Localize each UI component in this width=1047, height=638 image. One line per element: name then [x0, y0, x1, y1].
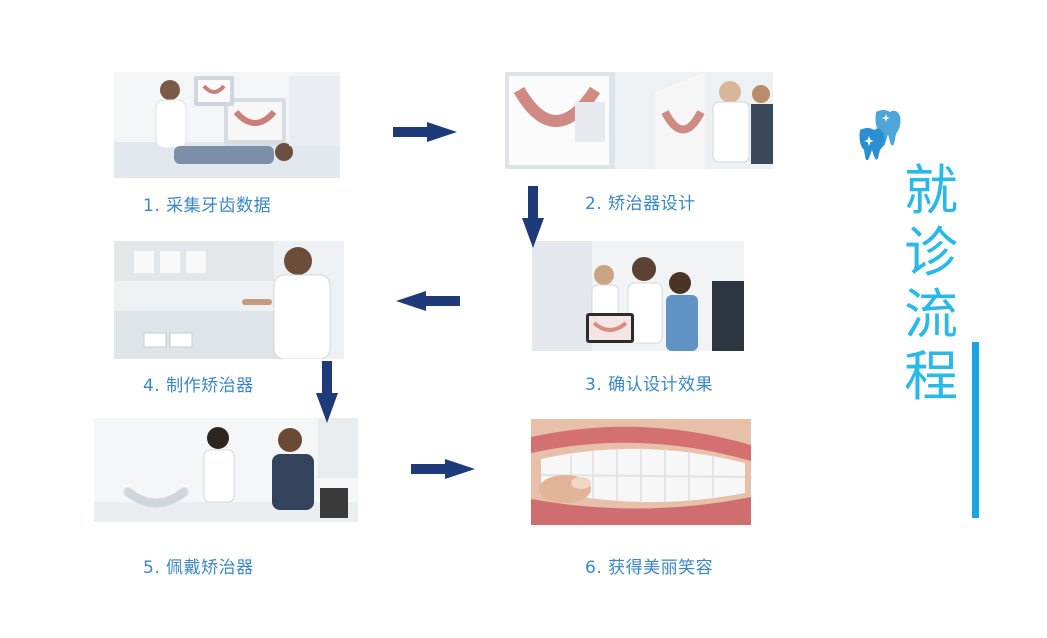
title-char: 就: [904, 159, 958, 222]
step-2-label: 2. 矫治器设计: [585, 194, 696, 214]
step-5-label: 5. 佩戴矫治器: [143, 558, 254, 578]
tooth-icon: [856, 108, 902, 161]
arrow-down-icon: [316, 361, 338, 423]
arrow-right-icon: [411, 459, 475, 479]
title-char: 诊: [904, 221, 958, 284]
arrow-down-icon: [522, 186, 544, 248]
step-4-label: 4. 制作矫治器: [143, 376, 254, 396]
step-1-label: 1. 采集牙齿数据: [143, 196, 272, 216]
accent-bar: [972, 342, 979, 518]
sparkle-icon: [864, 114, 890, 146]
step-6-label: 6. 获得美丽笑容: [585, 558, 714, 578]
step-3-label: 3. 确认设计效果: [585, 375, 714, 395]
title-char: 程: [904, 345, 958, 408]
photo-scan-teeth: [114, 72, 340, 178]
title-char: 流: [904, 283, 958, 346]
arrow-left-icon: [396, 291, 460, 311]
photo-beautiful-smile: [531, 419, 751, 525]
photo-wear-aligner: [94, 418, 358, 522]
photo-confirm-design: [532, 241, 744, 351]
photo-aligner-design: [505, 72, 773, 169]
photo-make-aligner: [114, 241, 344, 359]
arrow-right-icon: [393, 122, 457, 142]
page-title: 就 诊 流 程: [896, 160, 966, 408]
